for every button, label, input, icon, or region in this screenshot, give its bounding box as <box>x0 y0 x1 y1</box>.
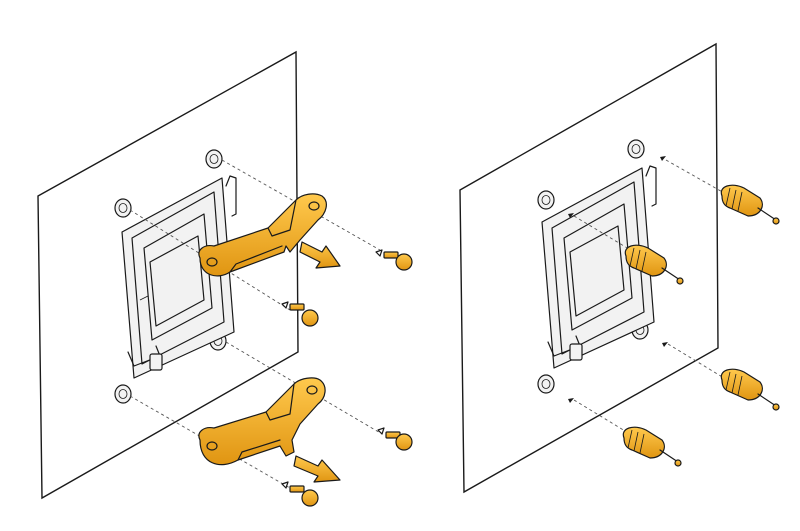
standoff-icon <box>720 184 780 225</box>
mounting-hole <box>537 190 555 210</box>
arrow-icon <box>299 241 341 269</box>
screw-icon <box>377 427 413 451</box>
standoff-icon <box>622 426 682 467</box>
mounting-hole <box>627 139 645 159</box>
retention-bracket-icon <box>198 377 326 466</box>
mounting-hole <box>537 374 555 394</box>
screw-icon <box>281 481 319 507</box>
standoff-icon <box>624 244 684 285</box>
mounting-hole <box>114 384 132 404</box>
arrow-icon <box>293 455 341 483</box>
right-panel-install-standoffs <box>459 42 780 494</box>
left-panel-remove-brackets <box>37 50 413 507</box>
mounting-hole <box>205 149 223 169</box>
retention-bracket-icon <box>198 193 327 277</box>
mounting-hole <box>114 198 132 218</box>
screw-icon <box>281 301 319 327</box>
standoff-icon <box>720 368 780 411</box>
cpu-socket-left <box>121 175 237 379</box>
screw-icon <box>375 249 413 271</box>
